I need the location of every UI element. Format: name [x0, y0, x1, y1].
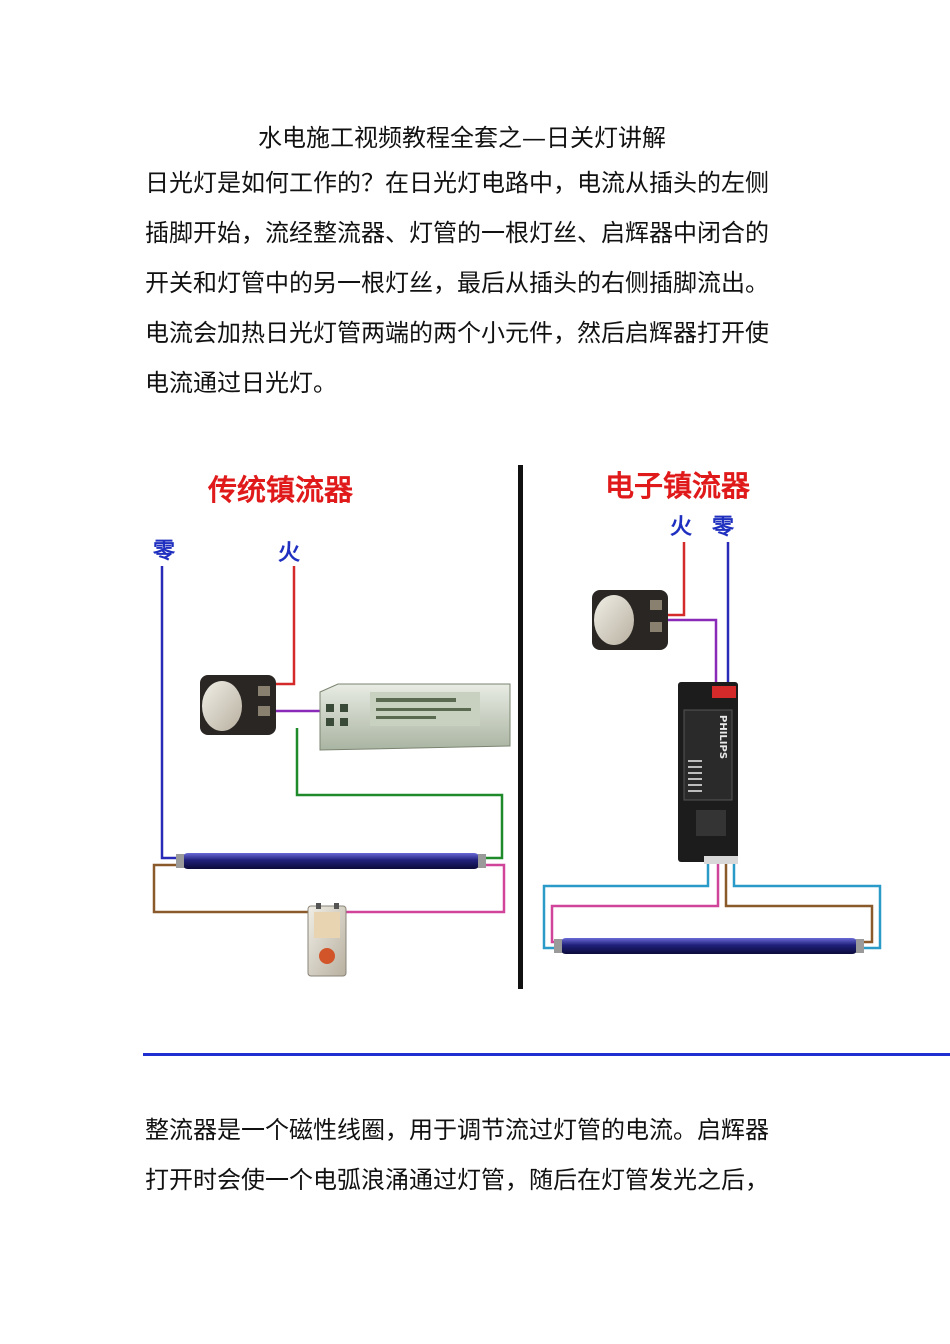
output-wire-brown	[724, 860, 874, 944]
wall-switch-right	[592, 590, 668, 650]
paragraph-line: 日光灯是如何工作的？在日光灯电路中，电流从插头的左侧	[145, 169, 769, 197]
page-title: 水电施工视频教程全套之—日关灯讲解	[258, 124, 666, 152]
paragraph-line: 开关和灯管中的另一根灯丝，最后从插头的右侧插脚流出。	[145, 269, 769, 297]
output-wire-blue	[732, 860, 882, 950]
right-live-label: 火	[670, 515, 692, 540]
tube-to-starter-wire-right	[342, 863, 506, 914]
left-panel-title: 传统镇流器	[207, 473, 354, 507]
paragraph-line: 整流器是一个磁性线圈，用于调节流过灯管的电流。启辉器	[145, 1116, 769, 1144]
fluorescent-tube-left	[176, 853, 486, 869]
live-wire-right	[668, 542, 686, 617]
neutral-wire	[160, 566, 182, 860]
ballast-to-tube-wire	[295, 728, 504, 860]
paragraph-line: 插脚开始，流经整流器、灯管的一根灯丝、启辉器中闭合的	[145, 219, 769, 247]
tube-to-starter-wire-left	[152, 863, 318, 914]
fluorescent-tube-right	[554, 938, 864, 954]
right-neutral-label: 零	[711, 515, 735, 540]
output-wire-cyan	[542, 860, 710, 950]
output-wire-pink	[550, 860, 720, 944]
wall-switch	[200, 675, 276, 735]
panel-divider	[518, 465, 523, 989]
paragraph-line: 打开时会使一个电弧浪涌通过灯管，随后在灯管发光之后，	[145, 1166, 769, 1194]
switch-to-ballast-wire-right	[668, 618, 718, 682]
paragraph-line: 电流通过日光灯。	[145, 369, 337, 397]
section-divider	[143, 1053, 950, 1056]
starter	[307, 903, 347, 977]
left-neutral-label: 零	[152, 539, 176, 564]
ballast-paragraph: 整流器是一个磁性线圈，用于调节流过灯管的电流。启辉器 打开时会使一个电弧浪涌通过…	[145, 1105, 825, 1205]
paragraph-line: 电流会加热日光灯管两端的两个小元件，然后启辉器打开使	[145, 319, 769, 347]
intro-paragraph: 日光灯是如何工作的？在日光灯电路中，电流从插头的左侧 插脚开始，流经整流器、灯管…	[145, 158, 825, 408]
electronic-ballast: PHILIPS	[678, 682, 738, 864]
ballast-wiring-diagram: 传统镇流器 零 火 电子镇流器 火	[152, 465, 882, 989]
live-wire	[271, 566, 296, 686]
brand-label: PHILIPS	[717, 715, 728, 759]
left-live-label: 火	[278, 541, 300, 566]
right-panel-title: 电子镇流器	[605, 469, 751, 503]
inductive-ballast	[319, 683, 511, 751]
